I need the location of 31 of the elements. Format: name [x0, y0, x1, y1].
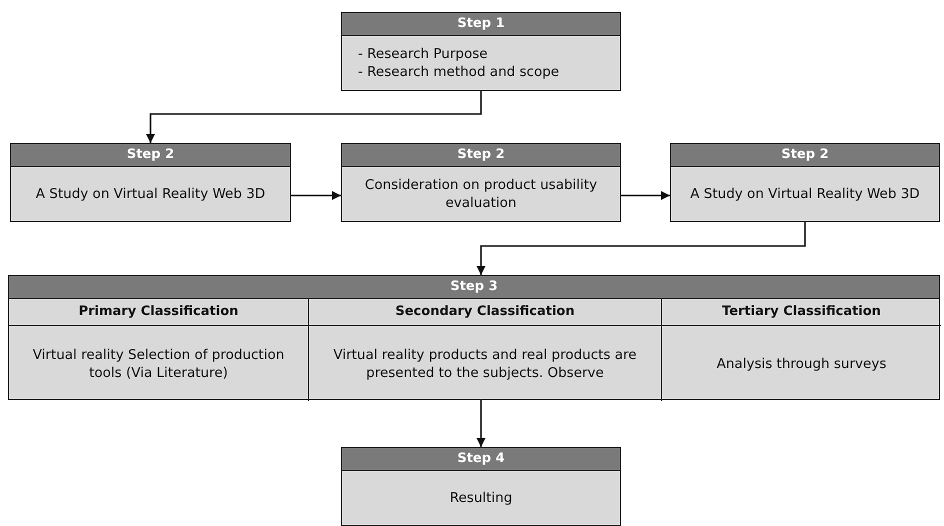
step-header: Step 1	[342, 13, 620, 36]
step-header: Step 3	[9, 276, 939, 299]
step-box	[341, 143, 621, 222]
arrow	[476, 222, 806, 275]
arrow	[621, 191, 670, 200]
classification-column	[661, 298, 941, 401]
step-box	[10, 143, 291, 222]
arrow	[146, 91, 482, 143]
arrow	[291, 191, 341, 200]
step-description: Virtual reality Selection of production tools (Via Literature)	[32, 346, 286, 382]
step-header: Step 4	[342, 448, 620, 471]
step-description: Virtual reality products and real products are presented to the subjects. Observe	[332, 346, 638, 382]
step-description: A Study on Virtual Reality Web 3D	[690, 185, 920, 203]
list-item: - Research Purpose	[358, 45, 488, 63]
list-item: - Research method and scope	[358, 63, 560, 81]
step-description: Resulting	[450, 489, 512, 507]
column-header: Secondary Classification	[309, 298, 661, 326]
step-header: Step 2	[11, 144, 290, 167]
classification-column	[308, 298, 661, 401]
step-description: A Study on Virtual Reality Web 3D	[36, 185, 266, 203]
step-description: Consideration on product usability evaluation	[364, 176, 598, 212]
column-header: Primary Classification	[9, 298, 308, 326]
step-table	[8, 275, 940, 400]
step-box	[341, 447, 621, 526]
step-header: Step 2	[671, 144, 939, 167]
step-header: Step 2	[342, 144, 620, 167]
arrow	[476, 400, 486, 447]
step-box	[670, 143, 940, 222]
column-header: Tertiary Classification	[662, 298, 941, 326]
step-description: Analysis through surveys	[716, 354, 886, 372]
step-box	[341, 12, 621, 91]
